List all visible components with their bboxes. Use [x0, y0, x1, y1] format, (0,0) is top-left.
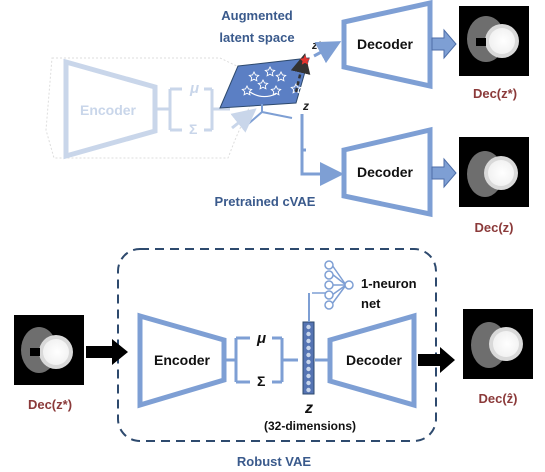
decoder-bottom-label: Decoder [357, 164, 414, 180]
dec-z-image [459, 137, 529, 207]
dec-z-star-caption: Dec(z*) [473, 86, 517, 101]
neuron-label-line1: 1-neuron [361, 276, 417, 291]
augmented-label-line1: Augmented [221, 8, 293, 23]
z-label: z [302, 99, 309, 113]
pretrained-caption: Pretrained cVAE [215, 194, 316, 209]
latent-swirl [249, 91, 277, 98]
decoder-top-shape [341, 0, 433, 90]
latent-axes [246, 104, 293, 126]
robust-z-label: z [304, 400, 313, 417]
encoder-to-latent-arrow [230, 108, 257, 133]
augmented-label-line2: latent space [219, 30, 294, 45]
z-dims-label: (32-dimensions) [264, 419, 356, 433]
pretrained-cvae-panel: Encoder μ Σ Augmented latent space z* [45, 0, 529, 235]
neuron-net [312, 260, 354, 310]
z-star-point [299, 55, 311, 65]
neuron-label-line2: net [361, 296, 381, 311]
z-to-decoder-arrow [300, 118, 344, 186]
latent-unit [306, 373, 311, 379]
faded-branch-lines [155, 87, 182, 132]
latent-stars [241, 65, 302, 96]
input-caption: Dec(z*) [28, 397, 72, 412]
robust-mu-symbol: μ [256, 330, 266, 347]
latent-unit [306, 380, 311, 386]
faded-sigma-symbol: Σ [189, 121, 197, 137]
robust-merge-lines [272, 336, 298, 384]
robust-encoder-shape [137, 312, 227, 409]
latent-unit [306, 331, 311, 337]
faded-mu-symbol: μ [189, 80, 199, 97]
dec-z-star-image [459, 6, 529, 76]
robust-caption: Robust VAE [237, 454, 311, 469]
faded-merge-lines [204, 87, 230, 132]
robust-decoder-label: Decoder [346, 352, 403, 368]
faded-encoder-shape [63, 58, 158, 160]
latent-unit [306, 324, 311, 330]
decoder-top-output-arrow [431, 28, 457, 60]
latent-bar [302, 321, 315, 395]
decoder-top-label: Decoder [357, 36, 414, 52]
latent-unit [306, 366, 311, 372]
robust-encoder-label: Encoder [154, 352, 211, 368]
robust-sigma-symbol: Σ [257, 373, 265, 389]
robust-decoder-shape [327, 312, 417, 409]
latent-unit [306, 338, 311, 344]
robust-vae-panel: Dec(z*) Encoder μ Σ z (32-dimensions) [14, 248, 533, 469]
latent-unit [306, 359, 311, 365]
dec-z-caption: Dec(z) [474, 220, 513, 235]
robust-branch-lines [224, 336, 250, 384]
decoder-bottom-output-arrow [431, 157, 457, 189]
output-caption: Dec(ẑ) [478, 391, 517, 406]
decoder-bottom-shape [341, 126, 433, 218]
input-to-encoder-arrow [86, 339, 128, 365]
output-image [463, 309, 533, 379]
z-star-label: z* [311, 40, 323, 52]
latent-unit [306, 352, 311, 358]
latent-unit [306, 345, 311, 351]
z-star-to-decoder-arrow [313, 41, 342, 64]
latent-unit [306, 387, 311, 393]
input-image [14, 315, 84, 385]
decoder-to-output-arrow [418, 347, 455, 373]
faded-encoder-label: Encoder [80, 102, 137, 118]
